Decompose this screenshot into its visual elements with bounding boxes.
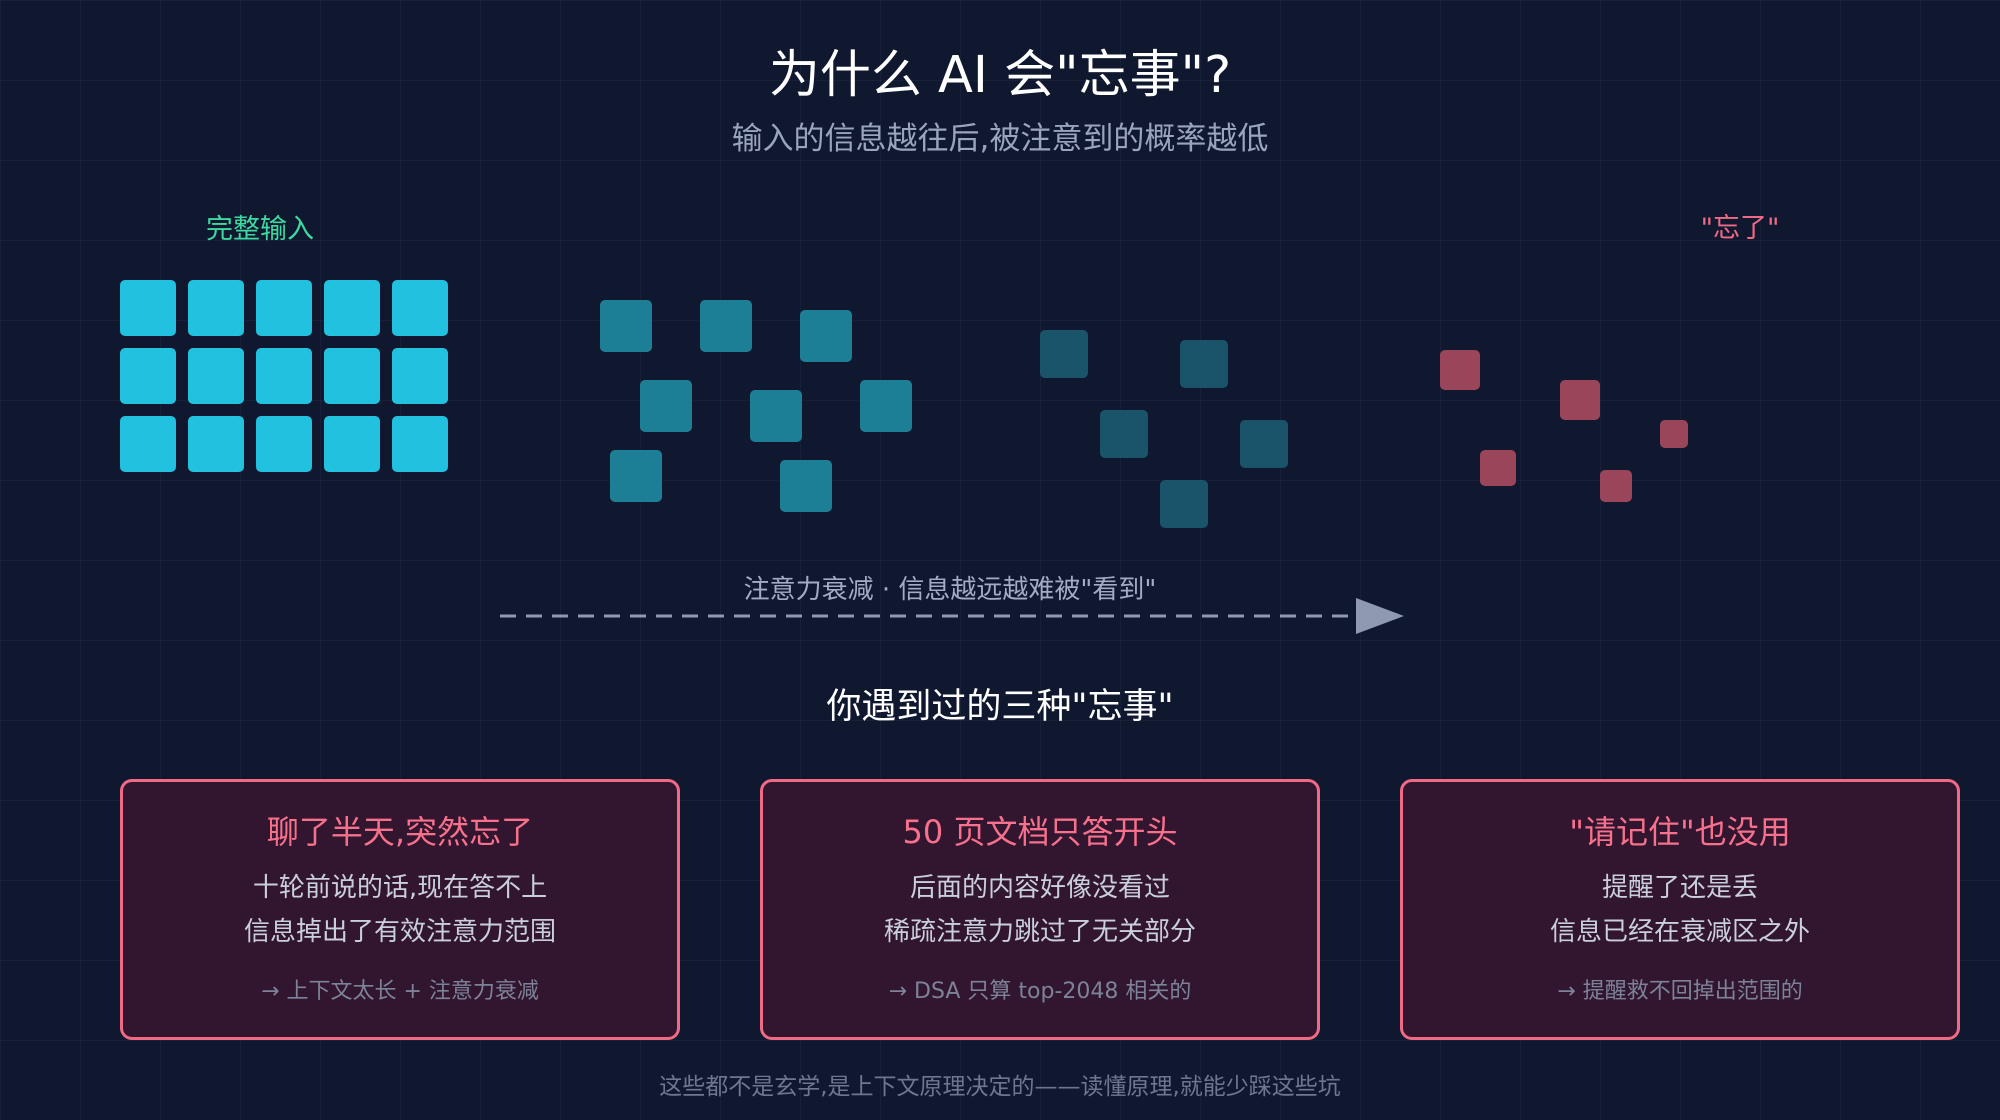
- token-block: [324, 280, 380, 336]
- card-title: "请记住"也没用: [1569, 813, 1791, 851]
- token-block: [640, 380, 692, 432]
- token-block: [860, 380, 912, 432]
- forgotten-label: "忘了": [1700, 213, 1780, 244]
- card-description: 信息已经在衰减区之外: [1549, 917, 1810, 947]
- card-description: 后面的内容好像没看过: [909, 873, 1170, 903]
- token-block: [256, 416, 312, 472]
- token-block: [750, 390, 802, 442]
- token-block: [1240, 420, 1288, 468]
- full-input-label: 完整输入: [206, 214, 314, 245]
- token-block: [700, 300, 752, 352]
- token-block: [1040, 330, 1088, 378]
- token-block: [324, 416, 380, 472]
- card-cause-note: → DSA 只算 top-2048 相关的: [888, 979, 1192, 1004]
- arrow-head-icon: [1356, 598, 1404, 634]
- token-block: [392, 416, 448, 472]
- token-block: [1440, 350, 1480, 390]
- token-block: [324, 348, 380, 404]
- footer-note: 这些都不是玄学,是上下文原理决定的——读懂原理,就能少踩这些坑: [659, 1074, 1341, 1100]
- symptom-card-3: "请记住"也没用 提醒了还是丢 信息已经在衰减区之外 → 提醒救不回掉出范围的: [1400, 779, 1960, 1040]
- card-description: 稀疏注意力跳过了无关部分: [883, 917, 1196, 947]
- card-description: 十轮前说的话,现在答不上: [252, 873, 548, 903]
- token-block: [120, 416, 176, 472]
- token-block: [392, 348, 448, 404]
- page-title: 为什么 AI 会"忘事"?: [768, 46, 1232, 105]
- page-subtitle: 输入的信息越往后,被注意到的概率越低: [731, 121, 1269, 157]
- token-block: [120, 348, 176, 404]
- token-block: [188, 416, 244, 472]
- token-block: [256, 348, 312, 404]
- token-block: [780, 460, 832, 512]
- card-description: 信息掉出了有效注意力范围: [243, 917, 556, 947]
- card-description: 提醒了还是丢: [1601, 873, 1758, 903]
- token-block: [610, 450, 662, 502]
- card-cause-note: → 提醒救不回掉出范围的: [1557, 979, 1803, 1004]
- token-block: [1100, 410, 1148, 458]
- card-title: 聊了半天,突然忘了: [266, 813, 534, 851]
- section-title: 你遇到过的三种"忘事": [826, 687, 1174, 727]
- token-block: [1600, 470, 1632, 502]
- decay-arrow: [500, 598, 1404, 634]
- token-block: [392, 280, 448, 336]
- token-block: [120, 280, 176, 336]
- token-block: [256, 280, 312, 336]
- token-block: [1480, 450, 1516, 486]
- token-block: [1160, 480, 1208, 528]
- attention-decay-label: 注意力衰减 · 信息越远越难被"看到": [743, 575, 1157, 605]
- token-block: [600, 300, 652, 352]
- symptom-card-2: 50 页文档只答开头 后面的内容好像没看过 稀疏注意力跳过了无关部分 → DSA…: [760, 779, 1320, 1040]
- token-block: [1560, 380, 1600, 420]
- card-title: 50 页文档只答开头: [902, 813, 1178, 851]
- card-cause-note: → 上下文太长 + 注意力衰减: [261, 979, 539, 1004]
- token-block: [1180, 340, 1228, 388]
- token-block: [1660, 420, 1688, 448]
- symptom-card-1: 聊了半天,突然忘了 十轮前说的话,现在答不上 信息掉出了有效注意力范围 → 上下…: [120, 779, 680, 1040]
- token-block: [188, 348, 244, 404]
- token-block: [188, 280, 244, 336]
- token-block: [800, 310, 852, 362]
